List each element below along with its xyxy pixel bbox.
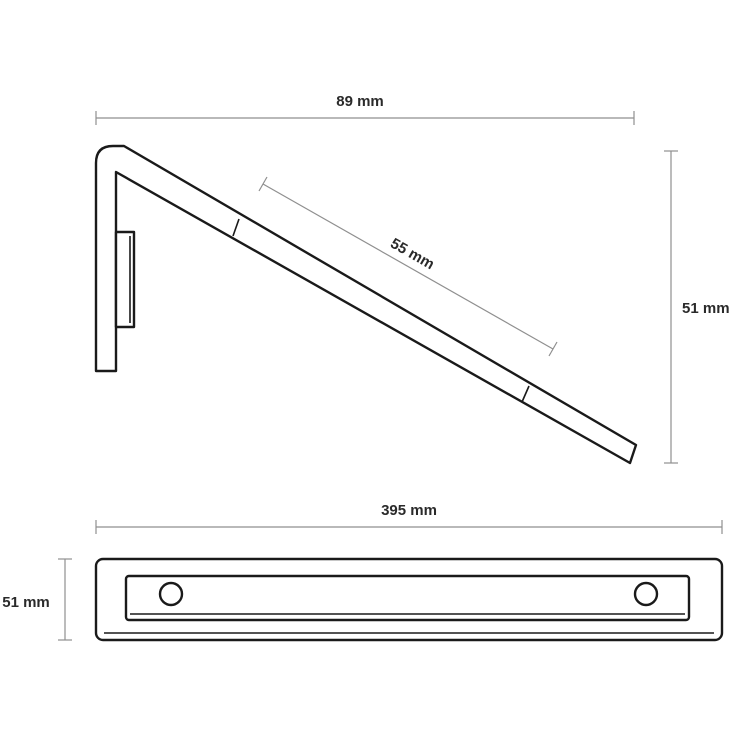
mounting-rail (124, 574, 691, 622)
dimension-395mm-label: 395 mm (381, 502, 437, 519)
side-view: 89 mm 55 mm 51 mm (94, 93, 730, 465)
bracket-side-profile (94, 144, 638, 465)
screw-hole-right (633, 581, 659, 607)
dimension-51mm-side-label: 51 mm (682, 300, 730, 317)
dimension-395mm: 395 mm (95, 502, 723, 534)
dimension-51mm-side: 51 mm (664, 150, 730, 464)
arm-segment-mark-1 (232, 218, 240, 237)
dimension-55mm-label: 55 mm (387, 235, 437, 273)
dimension-89mm: 89 mm (95, 93, 635, 125)
front-view: 395 mm 51 mm (2, 502, 724, 642)
mounting-block (114, 230, 136, 329)
screw-hole-left (158, 581, 184, 607)
dimension-51mm-front-label: 51 mm (2, 594, 50, 611)
arm-segment-mark-2 (521, 385, 530, 403)
dimension-51mm-front: 51 mm (2, 558, 72, 641)
dimension-89mm-label: 89 mm (336, 93, 384, 110)
